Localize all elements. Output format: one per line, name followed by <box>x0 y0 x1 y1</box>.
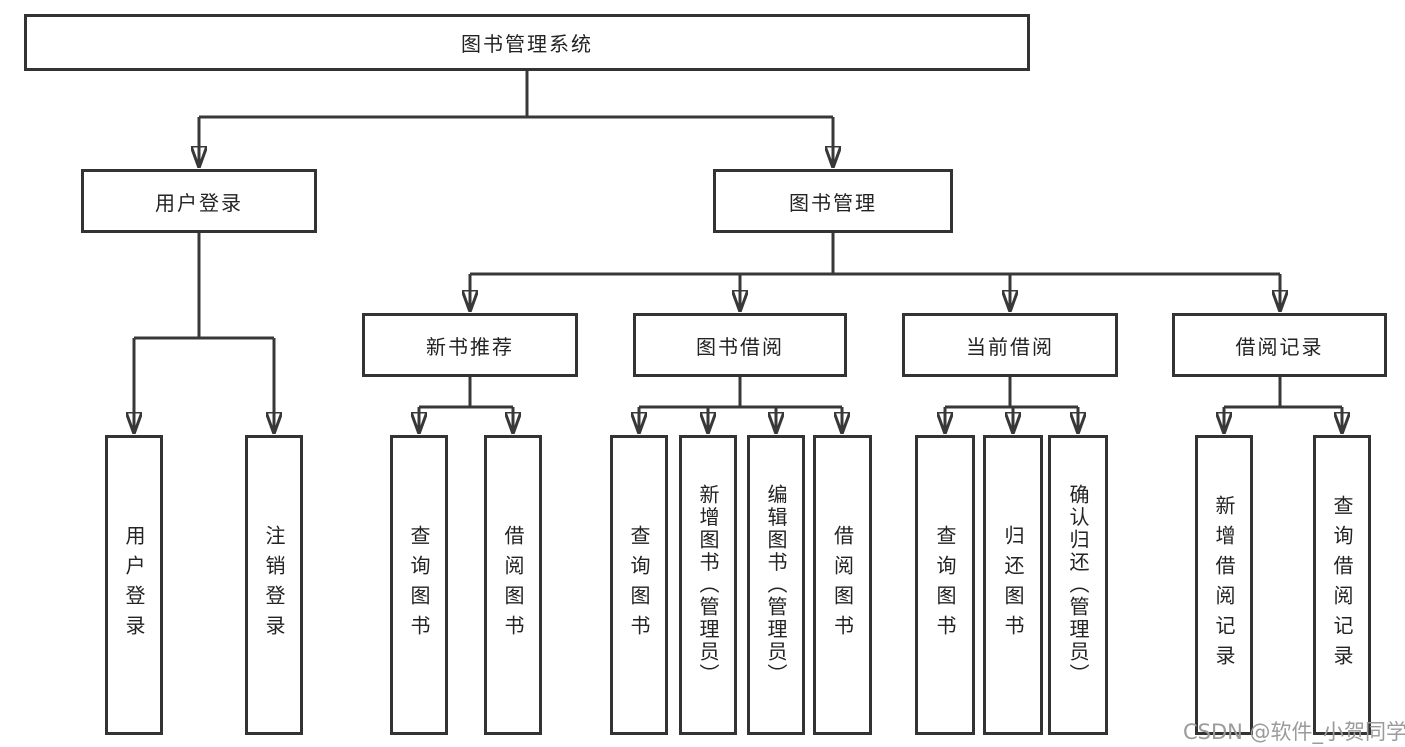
leaf-label: 编辑图书（管理员） <box>764 484 788 686</box>
node-library-management-system: 图书管理系统 <box>24 14 1030 71</box>
leaf-add-books-admin: 新增图书（管理员） <box>679 435 737 735</box>
leaf-label: 查询图书 <box>407 525 431 645</box>
leaf-label: 借阅图书 <box>501 525 525 645</box>
node-user-login: 用户登录 <box>81 169 317 233</box>
leaf-label: 新增图书（管理员） <box>696 484 720 686</box>
leaf-add-borrow-record: 新增借阅记录 <box>1195 435 1253 735</box>
leaf-query-borrow-record: 查询借阅记录 <box>1313 435 1371 735</box>
leaf-confirm-return-admin: 确认归还（管理员） <box>1048 435 1108 735</box>
leaf-borrow-books: 借阅图书 <box>484 435 542 735</box>
node-new-book-recommend: 新书推荐 <box>362 313 578 377</box>
leaf-user-login: 用户登录 <box>105 435 163 735</box>
node-book-borrowing: 图书借阅 <box>633 313 847 377</box>
leaf-logout: 注销登录 <box>245 435 303 735</box>
node-book-management: 图书管理 <box>713 169 953 233</box>
leaf-label: 新增借阅记录 <box>1212 495 1236 675</box>
leaf-label: 借阅图书 <box>830 525 855 645</box>
node-current-borrowing: 当前借阅 <box>902 313 1118 377</box>
leaf-label: 注销登录 <box>262 525 286 645</box>
leaf-label: 查询借阅记录 <box>1330 495 1354 675</box>
leaf-label: 查询图书 <box>627 525 651 645</box>
leaf-query-books: 查询图书 <box>610 435 668 735</box>
leaf-label: 确认归还（管理员） <box>1066 484 1090 686</box>
csdn-watermark: CSDN @软件_小贺同学 <box>1183 720 1405 744</box>
leaf-edit-books-admin: 编辑图书（管理员） <box>747 435 805 735</box>
leaf-label: 查询图书 <box>933 525 957 645</box>
node-borrowing-records: 借阅记录 <box>1172 313 1387 377</box>
leaf-query-books: 查询图书 <box>915 435 975 735</box>
leaf-query-books: 查询图书 <box>390 435 448 735</box>
leaf-return-books: 归还图书 <box>983 435 1043 735</box>
leaf-borrow-books: 借阅图书 <box>813 435 872 735</box>
leaf-label: 用户登录 <box>122 525 146 645</box>
leaf-label: 归还图书 <box>1001 525 1025 645</box>
